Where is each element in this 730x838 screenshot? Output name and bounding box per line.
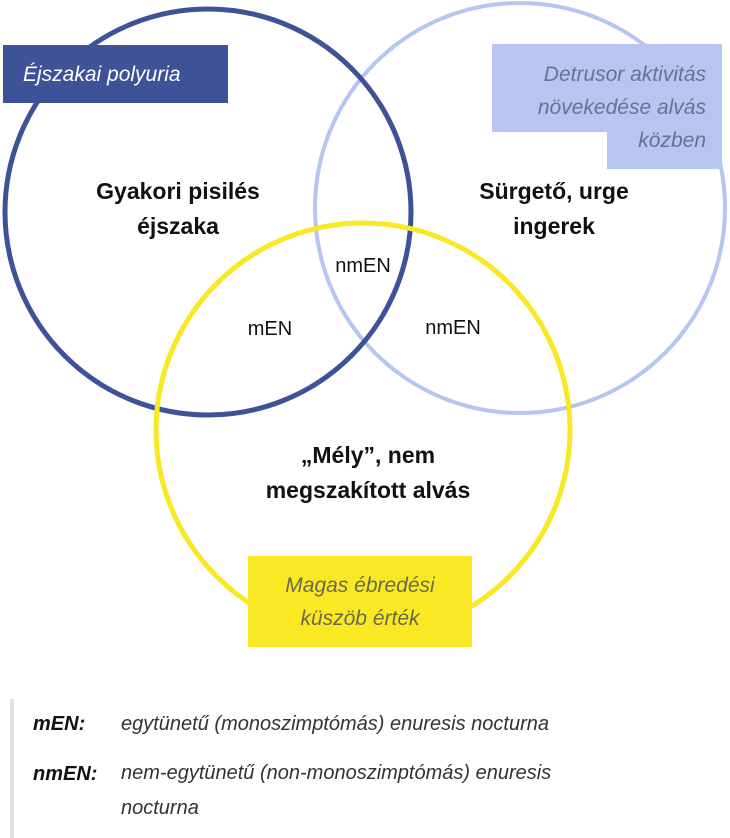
legend: mEN: egytünetű (monoszimptómás) enuresis…: [10, 699, 714, 838]
region-bottom-text: „Mély”, nem megszakított alvás: [265, 442, 471, 503]
label-nocturnal-polyuria: Éjszakai polyuria: [3, 45, 228, 103]
label-detrusor-bg-top: [492, 44, 722, 132]
region-right-text: Sürgető, urge ingerek: [479, 178, 629, 239]
legend-desc-nmen: nem-egytünetű (non-monoszimptómás) enure…: [121, 762, 552, 819]
legend-key-men: mEN:: [33, 713, 86, 735]
label-detrusor-text: Detrusor aktivitás növekedése alvás közb…: [537, 63, 706, 152]
region-right-bottom-text: nmEN: [425, 317, 481, 339]
circle-right: [313, 1, 727, 415]
legend-key-nmen: nmEN:: [33, 763, 98, 785]
region-left-bottom-text: mEN: [247, 318, 293, 340]
legend-desc-men: egytünetű (monoszimptómás) enuresis noct…: [121, 713, 549, 735]
label-high-arousal-threshold: Magas ébredési küszöb érték: [248, 556, 472, 647]
label-detrusor-bg-bottom: [607, 132, 722, 169]
region-left-text: Gyakori pisilés éjszaka: [96, 178, 260, 239]
region-center-top-text: nmEN: [335, 255, 391, 277]
label-detrusor-activity: Detrusor aktivitás növekedése alvás közb…: [492, 44, 722, 169]
circle-left: [2, 6, 414, 418]
